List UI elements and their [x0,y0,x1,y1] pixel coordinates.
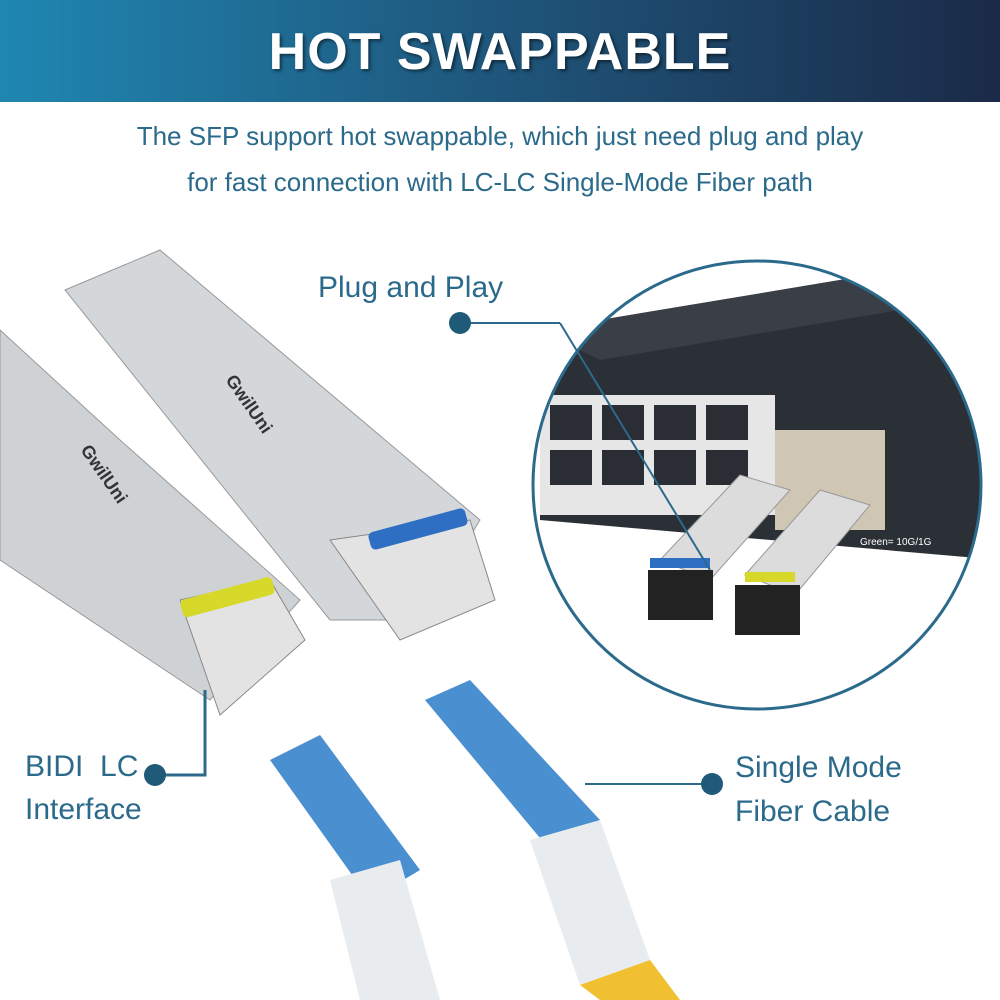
lc-connector-left [270,735,440,1000]
lc-connector-right [425,680,680,1000]
header-banner: HOT SWAPPABLE [0,0,1000,102]
sfp-module-yellow-small [735,489,871,635]
sfp-module-yellow: GwilUni [0,329,306,716]
sfp-module-blue-small [648,474,791,620]
page-title: HOT SWAPPABLE [268,23,732,81]
callout-bidi-line-1: BIDI LC [25,750,139,783]
fiber-dot [701,773,723,795]
zoom-circle [531,259,983,711]
plug-and-play-dot [449,312,471,334]
subtitle-line-2: for fast connection with LC-LC Single-Mo… [187,167,813,197]
bidi-dot [144,764,166,786]
callout-plug-and-play: Plug and Play [318,271,504,304]
switch-closeup: Green= 10G/1G [540,270,981,560]
callout-fiber-line-2: Fiber Cable [735,795,891,828]
callout-bidi-line-2: Interface [25,793,142,826]
sfp-module-blue: GwilUni [64,249,496,641]
callout-fiber-line-1: Single Mode [735,751,902,784]
subtitle-line-1: The SFP support hot swappable, which jus… [136,121,864,151]
switch-port-label: Green= 10G/1G [860,537,932,548]
